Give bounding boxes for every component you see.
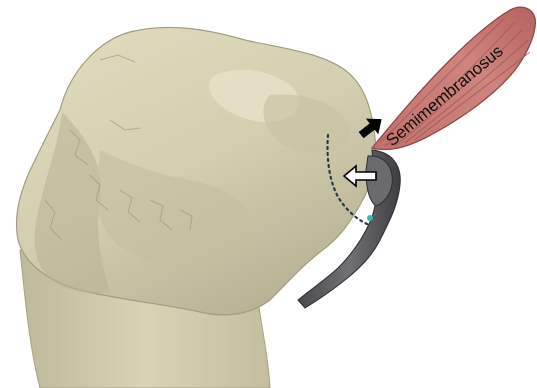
implant-screw (367, 215, 373, 221)
